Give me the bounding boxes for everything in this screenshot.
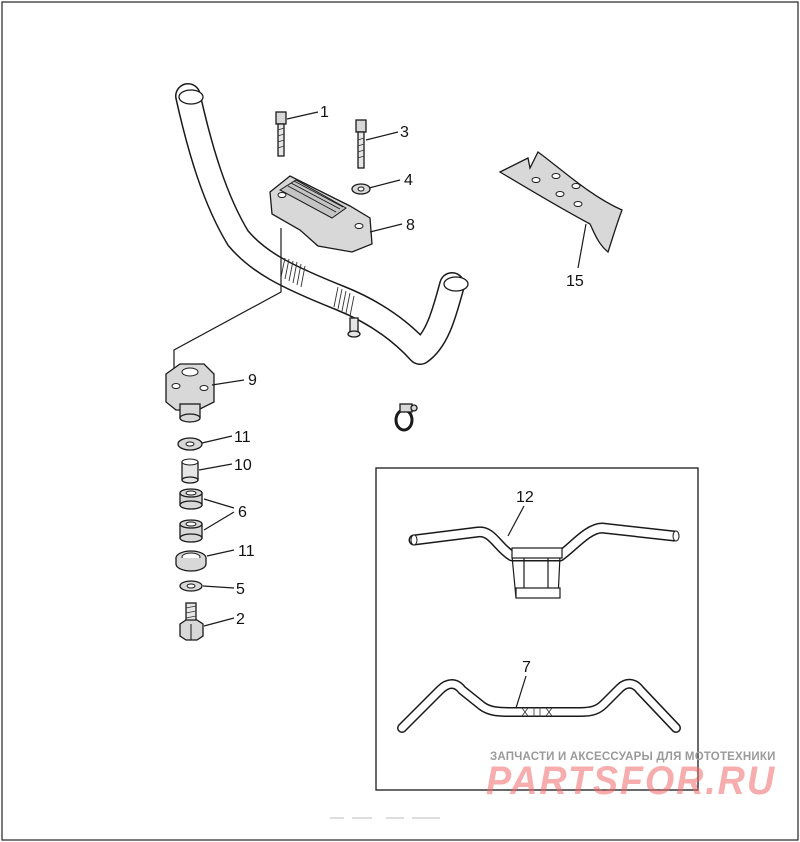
callout-8: 8 (406, 217, 415, 234)
bolt-2 (179, 602, 204, 641)
callout-4: 4 (404, 172, 413, 189)
bolt-3 (355, 119, 367, 169)
bushing-6-upper (179, 488, 203, 510)
callout-11-bottom: 11 (238, 543, 255, 560)
callout-1: 1 (320, 104, 329, 121)
main-handlebar (175, 83, 469, 365)
top-clamp (269, 175, 373, 253)
callout-5: 5 (236, 581, 245, 598)
bolt-1 (275, 111, 287, 157)
cup-washer-11-bottom (175, 550, 207, 572)
bushing-6-lower (179, 519, 203, 543)
washer-5 (179, 580, 203, 592)
callout-12: 12 (516, 489, 534, 506)
leader-lines (198, 111, 587, 709)
sleeve-10 (181, 458, 199, 484)
cable-clip (394, 403, 418, 432)
callout-15: 15 (566, 273, 584, 290)
assembly-leader (173, 228, 282, 372)
watermark-tagline: ЗАПЧАСТИ И АКСЕССУАРЫ ДЛЯ МОТОТЕХНИКИ (490, 751, 776, 763)
callout-6: 6 (238, 504, 247, 521)
handlebar-12 (408, 522, 680, 599)
callout-9: 9 (248, 372, 257, 389)
washer-4 (351, 183, 371, 195)
callout-2: 2 (236, 611, 245, 628)
callout-11-top: 11 (234, 429, 251, 446)
callout-7: 7 (522, 659, 531, 676)
callout-10: 10 (234, 457, 252, 474)
cover-plate-15 (498, 151, 623, 254)
washer-11-top (177, 437, 203, 451)
riser-9 (165, 363, 215, 423)
alternate-bars-frame (375, 467, 699, 791)
handlebar-7 (397, 678, 681, 733)
watermark-logo: PARTSFOR.RU (486, 759, 776, 803)
callout-3: 3 (400, 124, 409, 141)
